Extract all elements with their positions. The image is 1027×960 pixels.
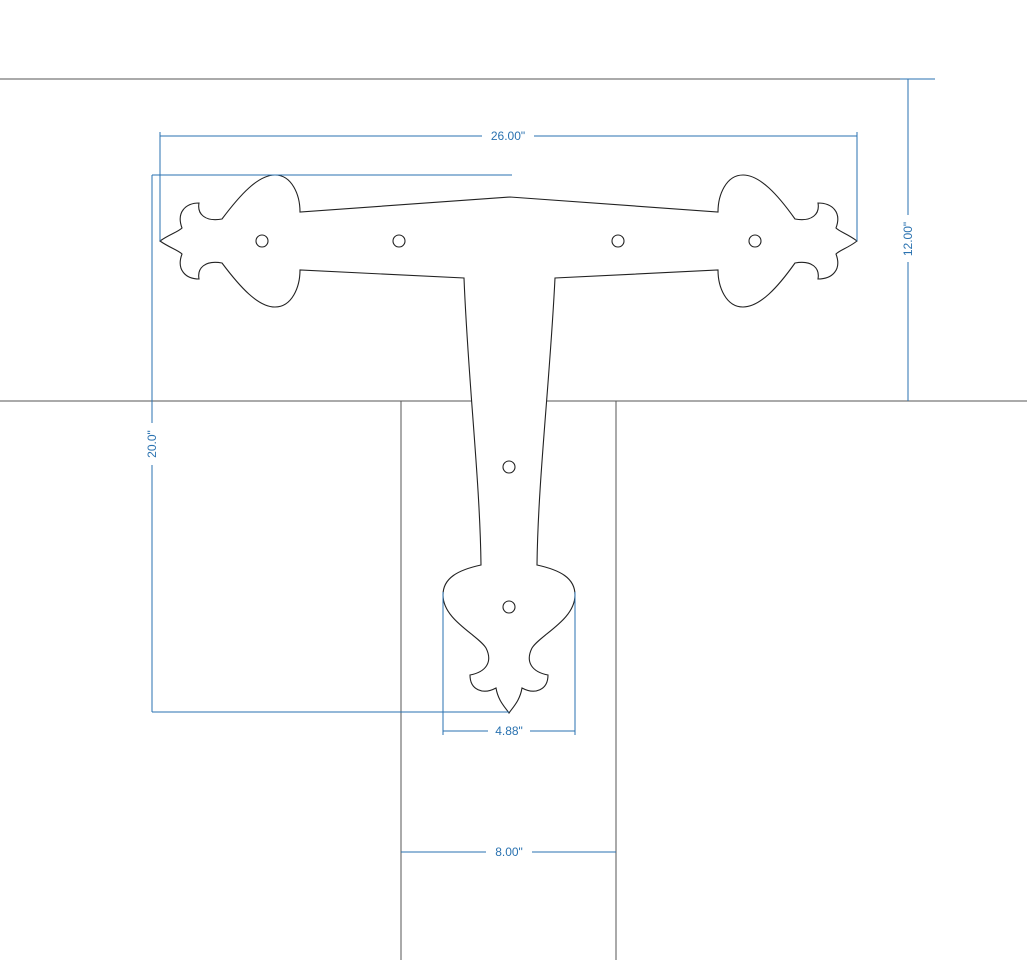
- post-outline: [400, 401, 617, 960]
- t-hinge-outline: [159, 174, 858, 714]
- dimension-beam-height: 12.00": [900, 78, 935, 401]
- dimension-post-width: 8.00": [401, 845, 616, 859]
- dimension-label: 26.00": [491, 129, 525, 143]
- screw-hole: [748, 234, 762, 248]
- screw-hole: [611, 234, 625, 248]
- screw-hole: [392, 234, 406, 248]
- screw-hole: [255, 234, 269, 248]
- dimension-label: 8.00": [495, 845, 523, 859]
- dimension-label: 4.88": [495, 724, 523, 738]
- dimension-overall-width: 26.00": [159, 129, 858, 241]
- dimension-label: 12.00": [901, 222, 915, 256]
- screw-hole: [502, 600, 516, 614]
- screw-holes: [255, 234, 762, 614]
- screw-hole: [502, 460, 516, 474]
- dimension-label: 20.0": [145, 430, 159, 458]
- dimension-bottom-leaf-width: 4.88": [442, 592, 576, 738]
- dimension-overall-height: 20.0": [145, 174, 512, 713]
